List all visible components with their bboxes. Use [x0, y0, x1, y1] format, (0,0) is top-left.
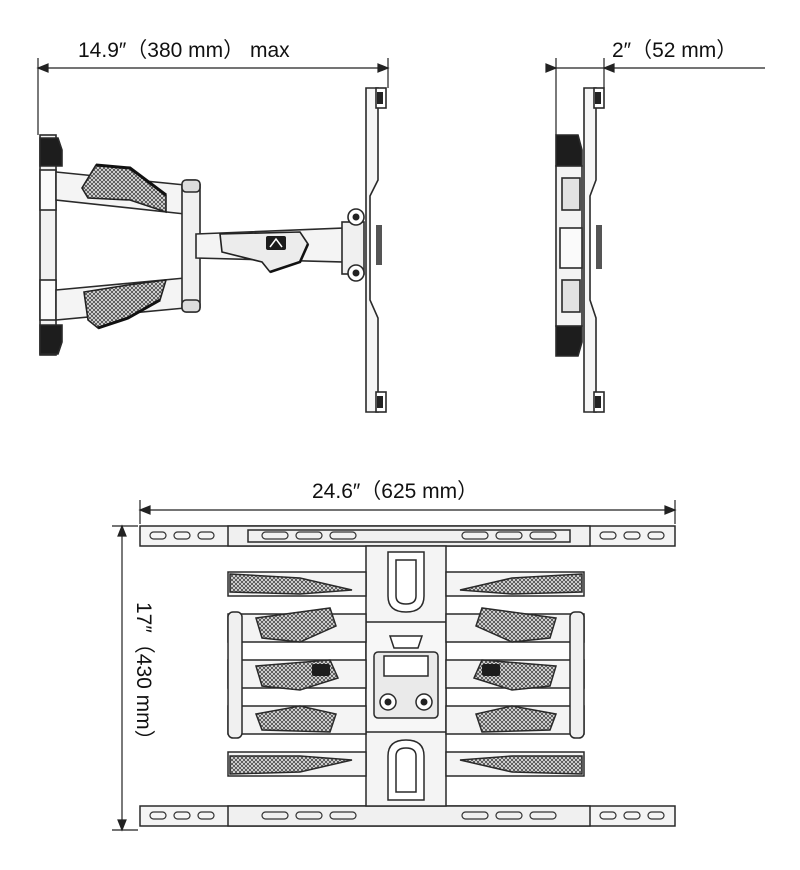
- wall-plate: [39, 134, 63, 356]
- brand-logo-icon: [312, 664, 330, 676]
- tilt-head: [341, 208, 365, 282]
- front-view: [112, 500, 677, 832]
- side-view-retracted: [545, 58, 765, 413]
- max-extension-label: 14.9″（380 mm） max: [78, 39, 290, 62]
- lower-arm: [55, 275, 199, 330]
- arm-upper-left: [227, 571, 367, 777]
- dimension-line-height: [112, 524, 138, 832]
- dimension-line-width: [138, 500, 677, 524]
- depth-label: 2″（52 mm）: [612, 39, 738, 62]
- side-view-extended: [36, 58, 390, 413]
- height-label: 17″（430 mm）: [132, 602, 155, 751]
- dimension-line-depth: [545, 58, 765, 135]
- tv-bracket-vertical: [365, 87, 387, 413]
- upper-arm: [55, 163, 199, 216]
- top-rail: [139, 525, 676, 547]
- dimension-line-max-extension: [36, 58, 390, 135]
- width-label: 24.6″（625 mm）: [312, 480, 479, 503]
- bottom-rail: [139, 805, 676, 827]
- arm-right: [445, 571, 585, 777]
- middle-arm: [195, 227, 346, 274]
- central-plate: [365, 545, 447, 807]
